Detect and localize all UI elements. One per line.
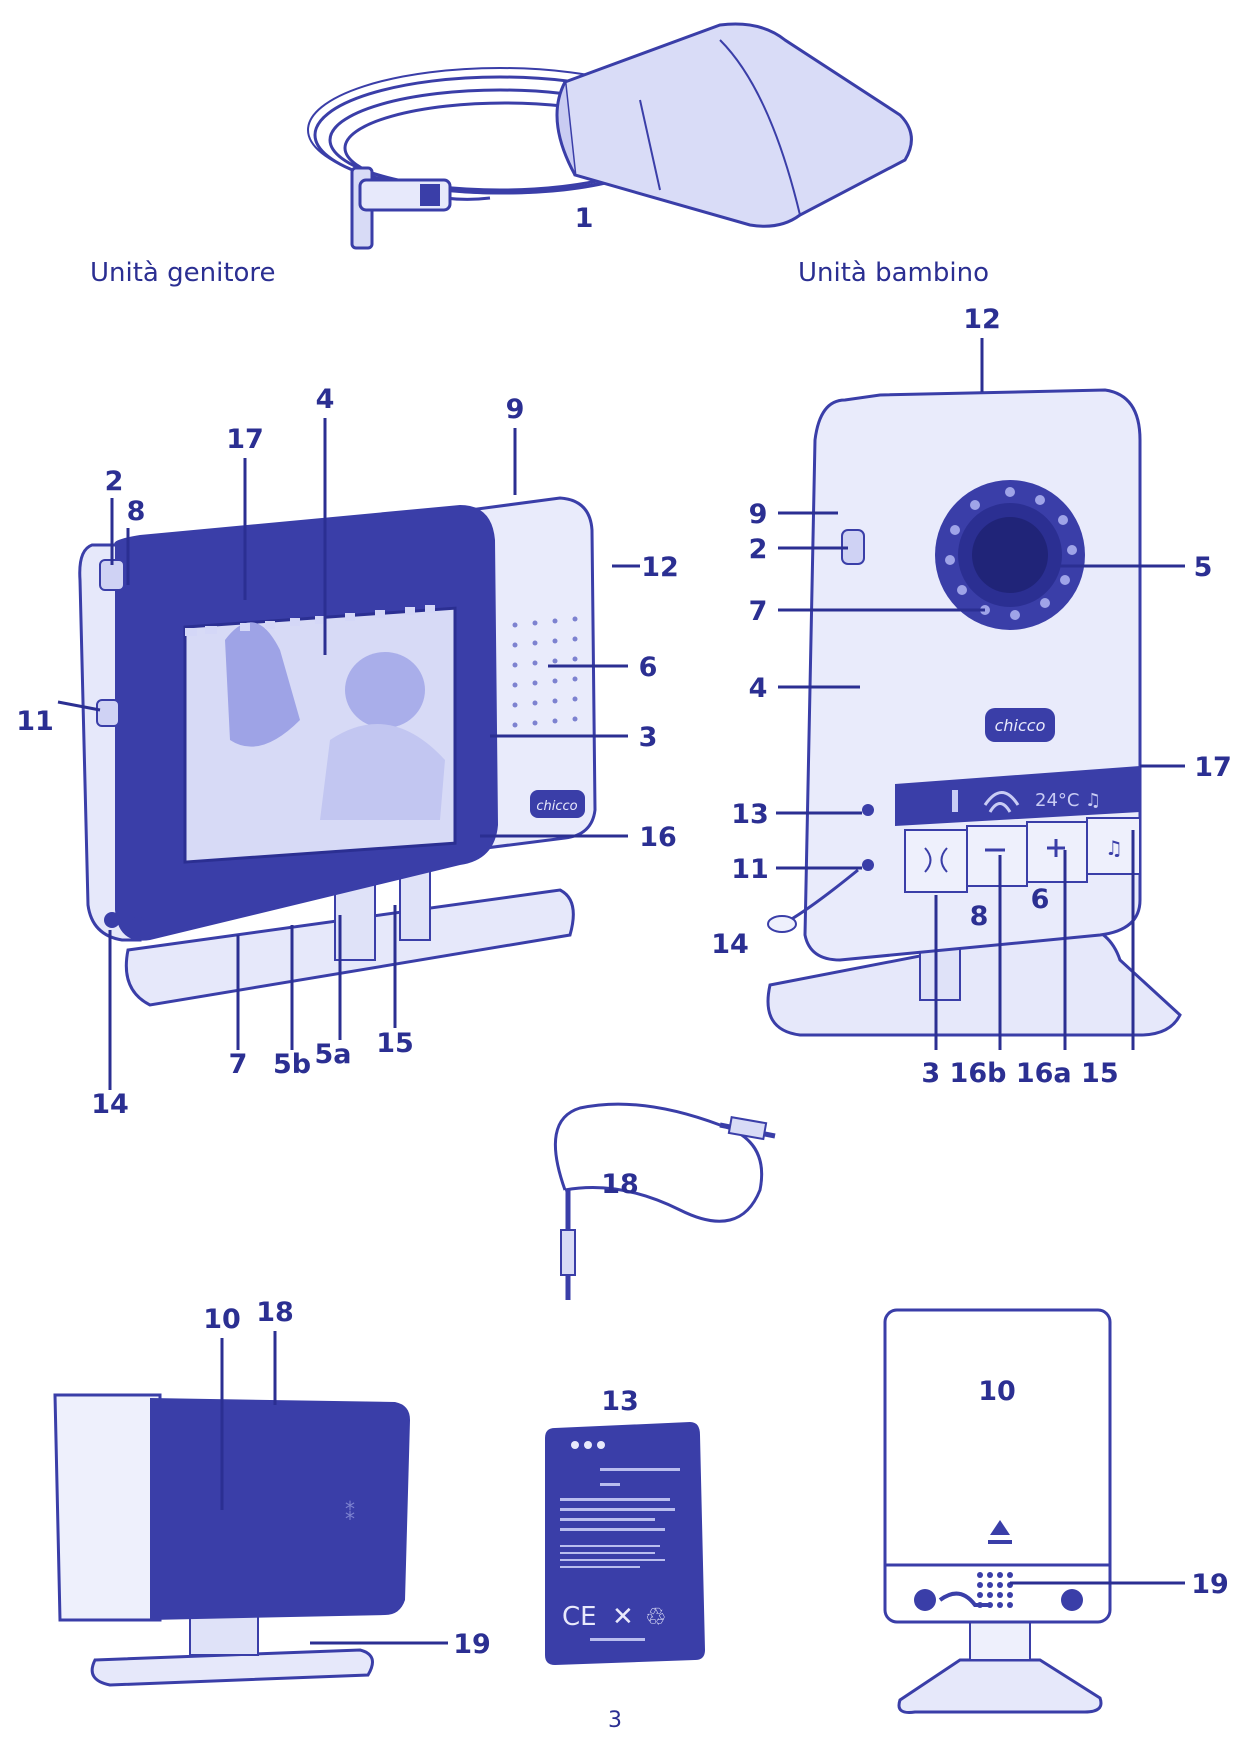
callout-rear-18: 18	[256, 1297, 294, 1328]
callout-parent-5a: 5a	[314, 1039, 351, 1070]
power-adapter-illustration	[307, 22, 913, 250]
callout-baby-5: 5	[1194, 552, 1213, 583]
callout-back-10: 10	[978, 1376, 1016, 1407]
callout-baby-12: 12	[963, 304, 1001, 335]
callout-baby-13: 13	[731, 799, 769, 830]
callout-parent-4: 4	[316, 384, 335, 415]
callout-baby-6: 6	[1031, 884, 1050, 915]
callout-baby-4: 4	[749, 673, 768, 704]
callout-rear-19: 19	[453, 1629, 491, 1660]
callout-baby-2: 2	[749, 534, 768, 565]
page-number: 3	[608, 1708, 622, 1733]
parent-unit-rear-illustration: ⁑	[53, 1393, 410, 1687]
callout-baby-7: 7	[749, 596, 768, 627]
baby-unit-back-illustration	[883, 1308, 1112, 1714]
music-button-icon: ♫	[1105, 836, 1123, 860]
callout-parent-14: 14	[91, 1089, 129, 1120]
callout-parent-11: 11	[16, 706, 54, 737]
callout-parent-5b: 5b	[273, 1049, 311, 1080]
callout-baby-14: 14	[711, 929, 749, 960]
parent-logo-text: chicco	[536, 799, 577, 814]
callout-back-19: 19	[1191, 1569, 1229, 1600]
music-led-icon: ♫	[1085, 790, 1101, 811]
callout-baby-bottom: 3 16b 16a 15	[921, 1058, 1118, 1089]
callout-parent-7: 7	[229, 1049, 248, 1080]
callout-battery: 13	[601, 1386, 639, 1417]
callout-parent-6: 6	[639, 652, 658, 683]
baby-unit-heading: Unità bambino	[798, 258, 989, 288]
callout-baby-17: 17	[1194, 752, 1232, 783]
parent-unit-illustration: chicco	[78, 496, 597, 1007]
callout-baby-11: 11	[731, 854, 769, 885]
callout-rear-10: 10	[203, 1304, 241, 1335]
callout-baby-9: 9	[749, 499, 768, 530]
callout-parent-15: 15	[376, 1028, 414, 1059]
callout-parent-17: 17	[226, 424, 264, 455]
battery-ce-mark: CE	[562, 1602, 597, 1632]
callout-parent-12: 12	[641, 552, 679, 583]
audio-cable-illustration	[553, 1102, 776, 1300]
rear-symbol-icon: ⁑	[345, 1501, 355, 1525]
temperature-display: 24°C	[1035, 790, 1079, 811]
battery-weee-icon: ✕	[612, 1602, 634, 1632]
callout-parent-2: 2	[105, 466, 124, 497]
callout-adapter: 1	[575, 203, 594, 234]
callout-parent-3: 3	[639, 722, 658, 753]
baby-logo-text: chicco	[995, 716, 1046, 735]
battery-recycle-icon: ♲	[645, 1603, 667, 1631]
callout-cable: 18	[601, 1169, 639, 1200]
callout-parent-9: 9	[506, 394, 525, 425]
parent-unit-heading: Unità genitore	[90, 258, 276, 288]
callout-parent-16: 16	[639, 822, 677, 853]
baby-unit-illustration: chicco 24°C ♫ ♫	[766, 388, 1182, 1037]
callout-baby-8: 8	[970, 901, 989, 932]
battery-illustration: CE ✕ ♲	[545, 1422, 705, 1665]
callout-parent-8: 8	[127, 496, 146, 527]
